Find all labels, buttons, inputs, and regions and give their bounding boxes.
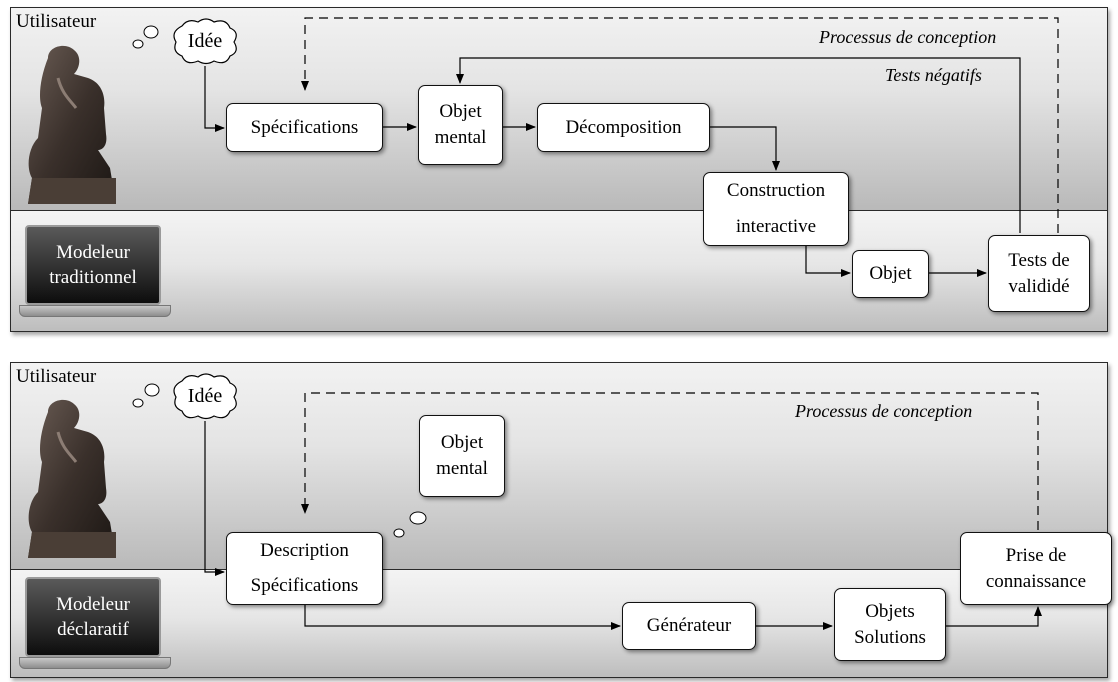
node-description-specifications: Description Spécifications [226,532,383,605]
node-label-line: Solutions [854,626,926,648]
band-divider [11,569,1107,570]
node-generator: Générateur [622,602,756,650]
node-label: Objet [869,263,912,284]
declarative-modeler-panel [10,362,1108,678]
traditional-modeler-panel [10,7,1108,332]
idea-text: Idée [187,384,223,407]
node-label-line: interactive [735,216,817,237]
node-label-line: Description [260,539,349,561]
node-object: Objet [852,250,929,298]
node-interactive-construction: Construction interactive [703,172,849,246]
design-process-label: Processus de conception [819,27,997,47]
idea-text: Idée [187,29,223,52]
band-divider [11,210,1107,211]
node-label: Spécifications [250,116,359,138]
node-decomposition: Décomposition [537,103,710,152]
node-label-line: Objets [865,600,915,622]
idea-cloud: Idée [168,16,242,66]
node-label-line: Tests de [1008,249,1070,271]
modeler-label-line: Modeleur [56,242,130,263]
modeler-screen: Modeleur déclaratif [25,577,161,657]
user-label: Utilisateur [16,11,97,32]
node-label-line: connaissance [985,570,1087,592]
laptop-base [19,305,171,317]
laptop-base [19,657,171,669]
node-solution-objects: Objets Solutions [834,588,946,661]
design-process-label: Processus de conception [795,401,973,421]
node-label-line: Objet [440,432,484,453]
node-knowledge-acquisition: Prise de connaissance [960,532,1112,605]
node-label-line: valididé [1008,275,1070,297]
node-label: Décomposition [565,116,682,138]
node-label: Générateur [646,615,732,636]
node-specifications: Spécifications [226,103,383,152]
modeler-label-line: déclaratif [57,619,129,640]
thinker-figure-bottom [28,399,116,558]
node-label-line: mental [434,127,487,148]
node-label-line: mental [436,458,488,479]
modeler-label-line: Modeleur [56,594,130,615]
node-mental-object: Objet mental [418,85,503,165]
node-label-line: Spécifications [250,575,359,597]
thinker-figure-top [28,45,116,205]
laptop-icon: Modeleur déclaratif [19,577,175,672]
node-mental-object: Objet mental [419,415,505,497]
idea-cloud: Idée [168,371,242,421]
node-label-line: Construction [726,180,826,201]
node-validity-tests: Tests de valididé [988,235,1090,312]
negative-tests-label: Tests négatifs [885,65,982,85]
modeler-screen: Modeleur traditionnel [25,225,161,305]
modeler-label-line: traditionnel [49,267,137,288]
node-label-line: Prise de [1005,544,1067,566]
node-label-line: Objet [439,101,482,122]
laptop-icon: Modeleur traditionnel [19,225,175,320]
user-label: Utilisateur [16,366,97,387]
